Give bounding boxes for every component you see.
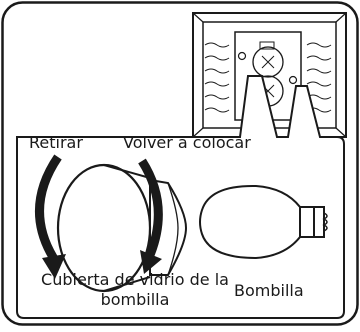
- bulb-label: Bombilla: [234, 281, 304, 300]
- glass-cover-illustration: [56, 163, 188, 293]
- replace-arrow: [138, 158, 163, 257]
- remove-arrow-head: [42, 254, 66, 279]
- glass-cover-label: Cubierta de vidrio de la bombilla: [41, 270, 229, 309]
- replace-arrow-head: [140, 250, 162, 274]
- replace-label: Volver a colocar: [123, 133, 251, 152]
- light-bulb-icon: [199, 184, 328, 260]
- remove-label: Retirar: [29, 133, 83, 152]
- remove-arrow: [35, 154, 62, 265]
